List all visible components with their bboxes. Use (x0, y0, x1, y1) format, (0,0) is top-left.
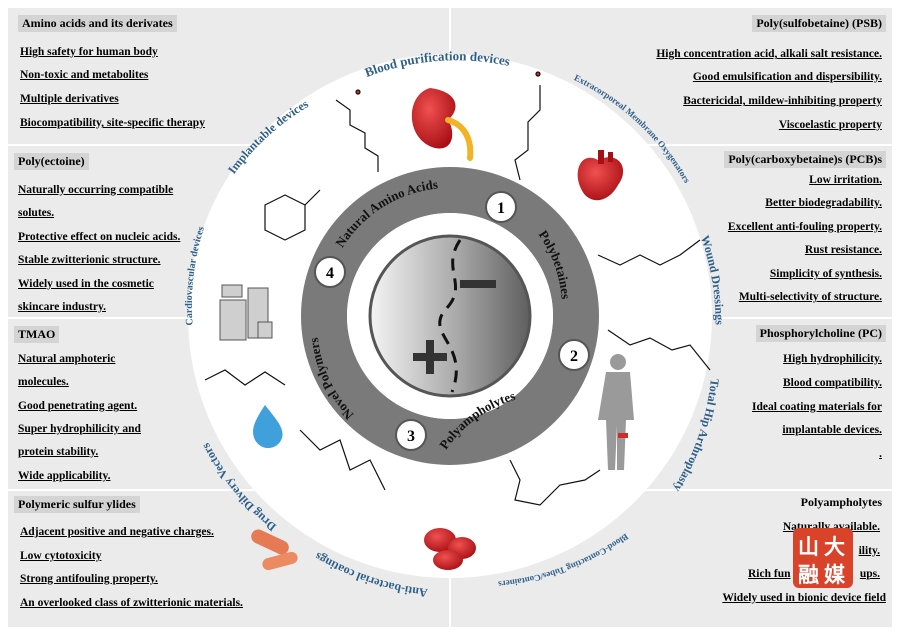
panel-title-ectoine: Poly(ectoine) (14, 153, 89, 170)
svg-text:4: 4 (326, 265, 334, 282)
ectoine-item-6: skincare industry. (18, 301, 106, 313)
category-ring (301, 167, 599, 465)
amino-item-3: Multiple derivatives (20, 93, 119, 105)
svg-text:2: 2 (570, 348, 578, 365)
tmao-item-3: Good penetrating agent. (18, 400, 138, 412)
pcb-item-3: Excellent anti-fouling property. (727, 221, 882, 233)
sulfur-item-3: Strong antifouling property. (20, 573, 158, 585)
blood-cells-icon (424, 528, 476, 570)
structure-polyampholyte (509, 459, 601, 506)
plus-sign-icon-vertical (426, 340, 434, 374)
psb-item-3: Bactericidal, mildew-inhibiting property (683, 95, 882, 107)
ectoine-item-2: solutes. (18, 207, 55, 219)
tmao-item-2: molecules. (18, 376, 69, 388)
kidney-icon (411, 88, 474, 161)
svg-text:3: 3 (407, 428, 415, 445)
amino-item-1: High safety for human body (20, 46, 158, 58)
pcb-item-2: Better biodegradability. (765, 197, 882, 209)
structure-sulfobetaine (514, 71, 541, 181)
water-droplet-icon (253, 405, 283, 449)
media-logo: 山 大 融 媒 (793, 528, 853, 588)
structure-phosphorylcholine (607, 329, 711, 371)
tmao-item-1: Natural amphoteric (18, 353, 116, 365)
ectoine-item-5: Widely used in the cosmetic (18, 278, 154, 290)
panel-title-amino-acids: Amino acids and its derivates (18, 15, 177, 32)
sulfur-item-4: An overlooked class of zwitterionic mate… (20, 597, 243, 609)
psb-item-4: Viscoelastic property (778, 119, 882, 131)
pc-item-2: Blood compatibility. (782, 377, 882, 389)
structure-carboxybetaine (597, 239, 701, 266)
minus-sign-icon (460, 280, 496, 288)
pcb-item-1: Low irritation. (809, 174, 882, 186)
marker-3: 3 (395, 419, 427, 451)
pc-item-4: implantable devices. (782, 424, 882, 436)
human-figure-icon (598, 354, 634, 470)
polyamph-item-2: ility. (858, 545, 880, 557)
pcb-item-5: Simplicity of synthesis. (769, 268, 882, 280)
psb-item-2: Good emulsification and dispersibility. (692, 71, 882, 83)
lab-instrument-icon (219, 284, 273, 341)
tmao-item-5: protein stability. (18, 446, 99, 458)
panel-title-pcb: Poly(carboxybetaine)s (PCB)s (724, 151, 886, 168)
ectoine-item-4: Stable zwitterionic structure. (18, 254, 161, 266)
sulfur-item-1: Adjacent positive and negative charges. (20, 526, 214, 538)
structure-ectoine (264, 189, 321, 241)
polyamph-item-3a: Rich fun (748, 568, 791, 580)
panel-title-tmao: TMAO (14, 326, 60, 343)
psb-item-1: High concentration acid, alkali salt res… (656, 48, 882, 60)
charge-boundary-line (438, 239, 462, 393)
pc-item-1: High hydrophilicity. (783, 353, 882, 365)
pc-item-5: . (879, 448, 882, 460)
panel-title-pc: Phosphorylcholine (PC) (755, 325, 886, 342)
svg-text:1: 1 (497, 200, 505, 217)
pcb-item-4: Rust resistance. (804, 244, 882, 256)
amino-item-4: Biocompatibility, site-specific therapy (20, 117, 205, 129)
structure-sulfur-ylide (299, 429, 386, 491)
marker-2: 2 (558, 339, 590, 371)
marker-4: 4 (314, 256, 346, 288)
panel-title-psb: Poly(sulfobetaine) (PSB) (752, 15, 886, 32)
zwitterion-core (368, 234, 532, 398)
tmao-item-4: Super hydrophilicity and (18, 423, 141, 435)
ectoine-item-1: Naturally occurring compatible (18, 184, 174, 196)
pcb-item-6: Multi-selectivity of structure. (738, 291, 882, 303)
pc-item-3: Ideal coating materials for (752, 401, 882, 413)
panel-title-polyampholytes: Polyampholytes (800, 495, 882, 509)
bacteria-icon (251, 529, 298, 571)
structure-tmao (204, 369, 286, 386)
structure-amino-acid (335, 89, 379, 172)
panel-title-sulfur-ylides: Polymeric sulfur ylides (14, 496, 140, 513)
marker-1: 1 (485, 191, 517, 223)
amino-item-2: Non-toxic and metabolites (20, 69, 149, 81)
polyamph-item-3b: ups. (859, 568, 880, 580)
sulfur-item-2: Low cytotoxicity (20, 550, 102, 562)
tmao-item-6: Wide applicability. (18, 470, 111, 482)
ectoine-item-3: Protective effect on nucleic acids. (18, 231, 181, 243)
polyamph-item-4: Widely used in bionic device field (722, 592, 886, 604)
heart-icon (577, 150, 624, 201)
